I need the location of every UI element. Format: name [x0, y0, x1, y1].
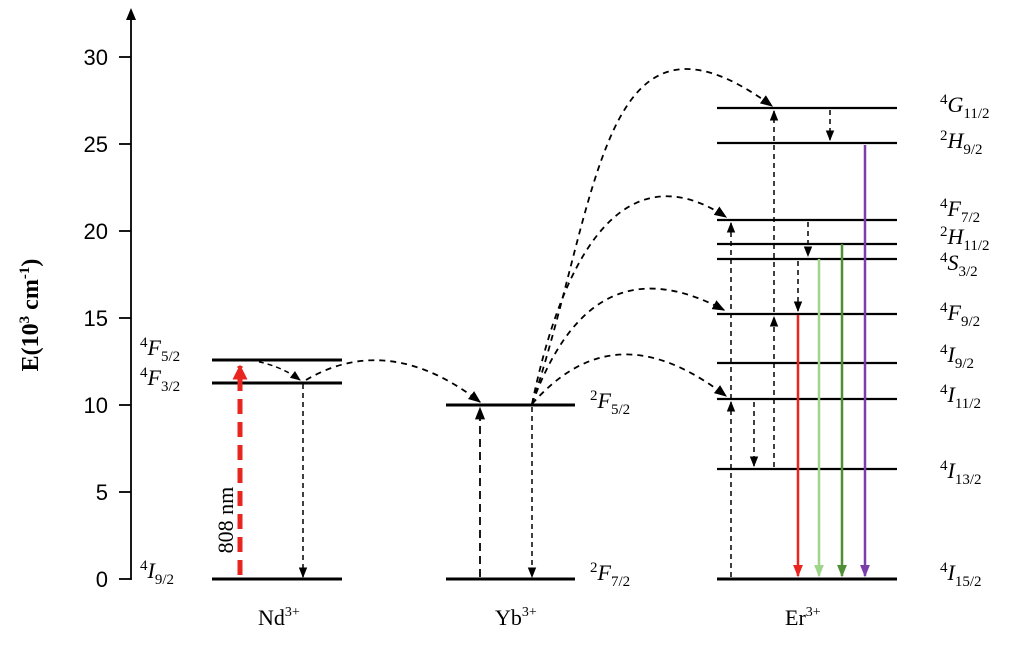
y-ticks — [119, 56, 131, 580]
yb-er-transfer-3 — [531, 195, 728, 405]
nd-yb-transfer-arrow — [305, 359, 481, 403]
yb-er-transfer-4 — [531, 68, 774, 405]
ion-label-yb: Yb3+ — [495, 605, 537, 630]
label-er-4F92: 4F9/2 — [940, 300, 980, 330]
tick-label-0: 0 — [96, 567, 108, 592]
label-nd-4F52: 4F5/2 — [140, 335, 180, 365]
tick-label-25: 25 — [84, 132, 108, 157]
er-levels — [717, 106, 897, 581]
tick-label-15: 15 — [84, 306, 108, 331]
label-nd-4F32: 4F3/2 — [140, 365, 180, 395]
yb-er-transfer-1 — [531, 353, 727, 405]
label-er-4I152: 4I15/2 — [940, 560, 982, 590]
tick-label-5: 5 — [96, 480, 108, 505]
nd-relax-arrow — [249, 359, 301, 381]
label-er-2H112: 2H11/2 — [940, 224, 990, 254]
label-er-4S32: 4S3/2 — [940, 250, 978, 280]
label-er-4F72: 4F7/2 — [940, 196, 980, 226]
yb-levels — [446, 403, 575, 581]
tick-label-20: 20 — [84, 219, 108, 244]
label-er-2H92: 2H9/2 — [940, 128, 983, 158]
excitation-label: 808 nm — [213, 487, 238, 554]
label-er-4I132: 4I13/2 — [940, 458, 982, 488]
label-nd-4I92: 4I9/2 — [140, 558, 174, 588]
ion-label-er: Er3+ — [785, 605, 821, 630]
y-axis-title: E(103 cm-1) — [17, 259, 44, 372]
label-er-4G112: 4G11/2 — [940, 92, 990, 122]
label-yb-2F52: 2F5/2 — [590, 388, 630, 418]
label-yb-2F72: 2F7/2 — [590, 560, 630, 590]
tick-label-30: 30 — [84, 45, 108, 70]
nd-levels — [212, 358, 342, 581]
y-axis: 0 5 10 15 20 25 30 — [84, 8, 136, 592]
label-er-4I92: 4I9/2 — [940, 342, 974, 372]
label-er-4I112: 4I11/2 — [940, 382, 981, 412]
ion-label-nd: Nd3+ — [258, 605, 300, 630]
tick-label-10: 10 — [84, 393, 108, 418]
